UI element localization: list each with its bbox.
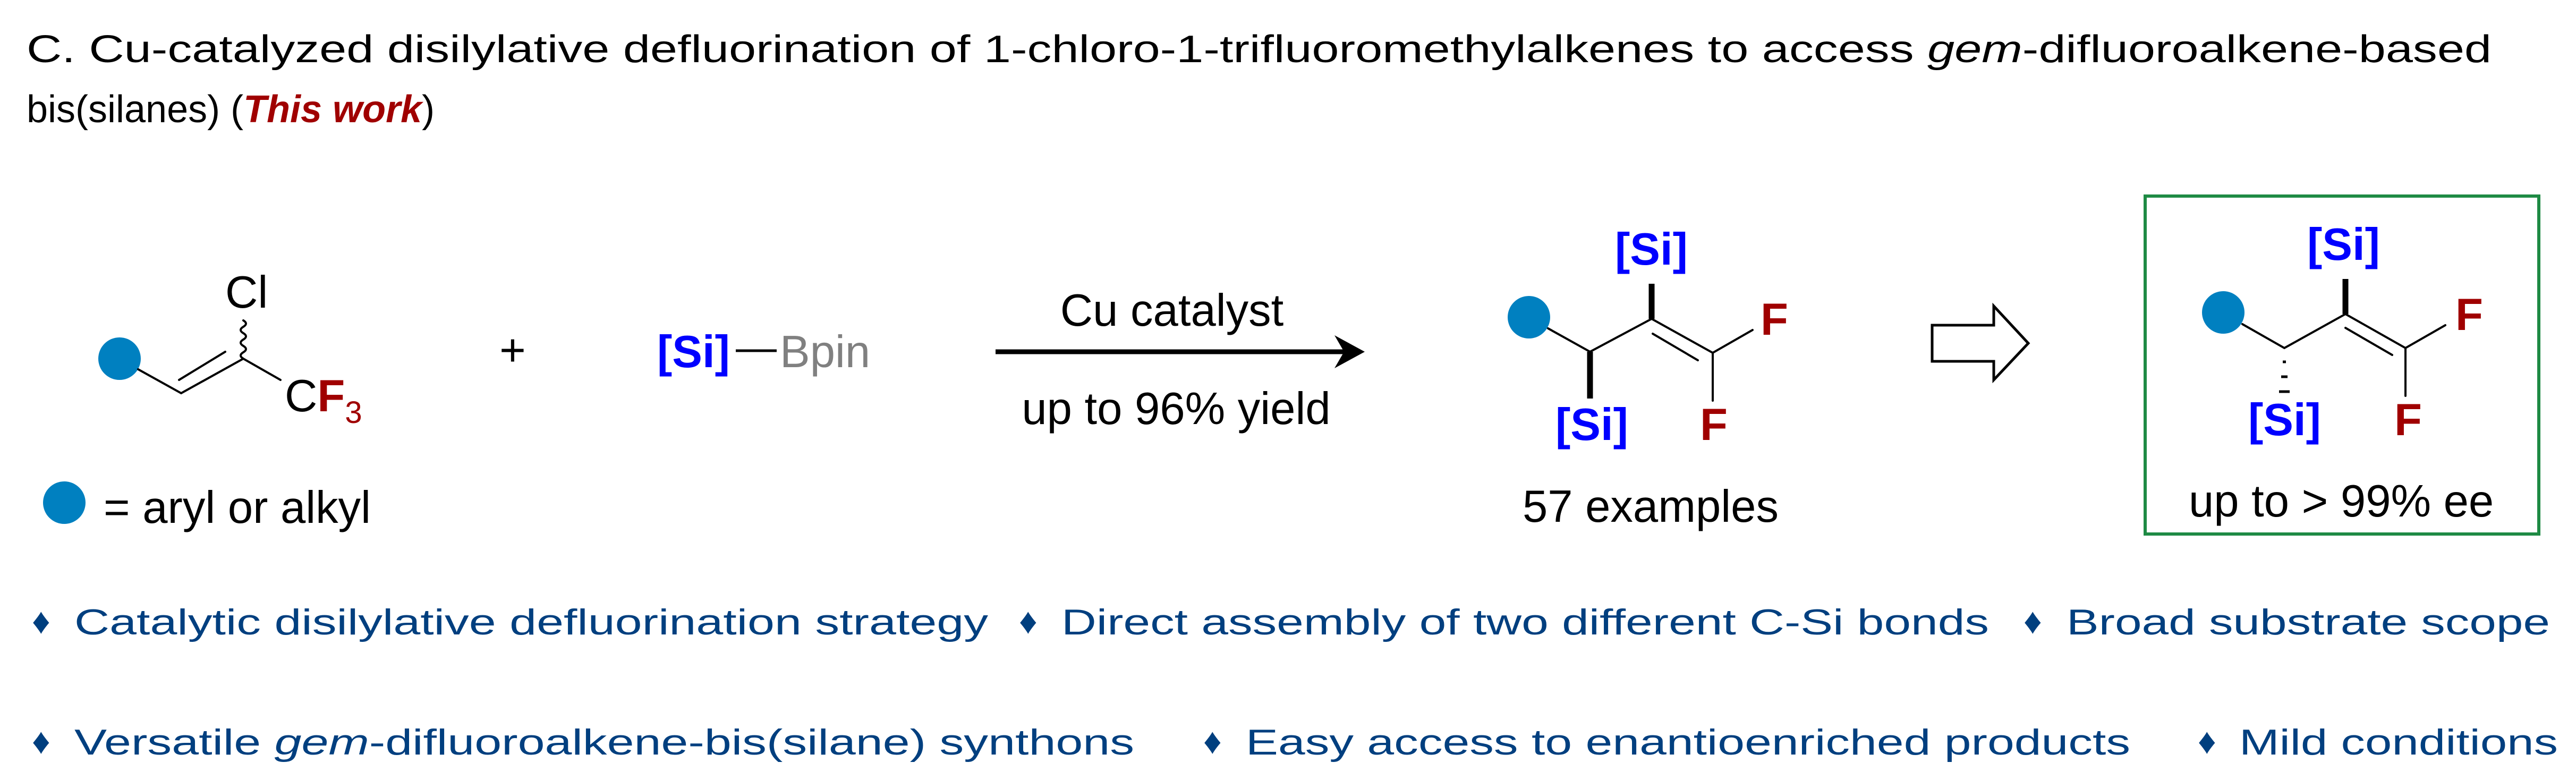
silyl-label: [Si]: [657, 327, 730, 377]
feature-item: Catalytic disilylative defluorination st…: [74, 602, 988, 642]
feature-item: Versatile gem-difluoroalkene-bis(silane)…: [74, 722, 1134, 762]
title-line-1: C. Cu-catalyzed disilylative defluorinat…: [27, 28, 2492, 71]
wavy-bond: [240, 319, 247, 360]
double-bond-line: [2344, 327, 2393, 356]
diamond-bullet-icon: ♦: [32, 721, 50, 761]
bond: [1547, 317, 1754, 354]
feature-item: Easy access to enantioenriched products: [1246, 722, 2130, 762]
catalyst-label: Cu catalyst: [1060, 285, 1283, 336]
carbon-label: C: [285, 371, 317, 421]
this-work-highlight: This work: [243, 88, 424, 131]
yield-label: up to 96% yield: [1022, 384, 1330, 434]
examples-count: 57 examples: [1523, 481, 1779, 532]
bond: [137, 357, 282, 395]
fluorine-label-bottom: F: [2394, 395, 2422, 445]
reactant-structure: Cl CF3: [98, 267, 362, 430]
title-text: C. Cu-catalyzed disilylative defluorinat…: [27, 28, 1927, 71]
feature-italic: gem: [275, 722, 369, 762]
silyl-label-top: [Si]: [1615, 224, 1688, 275]
title-text: ): [422, 88, 435, 131]
bpin-label: Bpin: [780, 327, 870, 377]
box-border: [2144, 194, 2540, 536]
silyl-label-top: [Si]: [2307, 219, 2380, 270]
double-bond-line: [1652, 333, 1699, 361]
enantioenriched-product-box: [Si] [Si] F F up to > 99% ee: [2144, 194, 2540, 536]
substituent-dot-icon: [98, 337, 141, 380]
fluorine-label: F: [317, 371, 345, 421]
feature-text: Versatile: [74, 722, 275, 762]
fluorine-label-top: F: [1761, 294, 1788, 345]
legend-text: = aryl or alkyl: [104, 482, 371, 533]
arrow-head-icon: [1334, 335, 1365, 368]
fluorine-label-top: F: [2455, 290, 2483, 340]
hollow-arrow-icon: [1931, 302, 2030, 384]
feature-text: -difluoroalkene-bis(silane) synthons: [369, 722, 1134, 762]
title-text-end: -difluoroalkene-based: [2022, 28, 2492, 71]
title-italic: gem: [1927, 28, 2022, 71]
title-line-2: bis(silanes) (This work): [27, 88, 435, 131]
title-text: bis(silanes) (: [27, 88, 243, 131]
cf3-label: CF3: [285, 371, 362, 430]
reaction-arrow: Cu catalyst up to 96% yield: [996, 285, 1365, 434]
fluorine-label-bottom: F: [1700, 400, 1728, 450]
double-bond-line: [178, 351, 226, 381]
bond: [2241, 312, 2446, 350]
feature-item: Mild conditions: [2239, 722, 2558, 762]
hashed-bond: [2279, 360, 2290, 393]
plus-sign: +: [499, 325, 526, 376]
diamond-bullet-icon: ♦: [32, 601, 50, 641]
feature-item: Direct assembly of two different C-Si bo…: [1061, 602, 1989, 642]
diamond-bullet-icon: ♦: [2198, 721, 2216, 761]
legend-dot-icon: [43, 481, 86, 524]
chlorine-label: Cl: [225, 267, 268, 318]
substituent-dot-icon: [1508, 296, 1550, 338]
reagent-structure: [Si] Bpin: [657, 327, 870, 377]
silyl-label-bottom: [Si]: [1555, 400, 1628, 450]
diamond-bullet-icon: ♦: [1019, 601, 1038, 641]
feature-item: Broad substrate scope: [2067, 602, 2550, 642]
diamond-bullet-icon: ♦: [2024, 601, 2042, 641]
silyl-label-bottom: [Si]: [2248, 395, 2321, 445]
product-structure: [Si] [Si] F F 57 examples: [1508, 224, 1788, 532]
diamond-bullet-icon: ♦: [1203, 721, 1222, 761]
substituent-dot-icon: [2202, 291, 2245, 334]
feature-list: ♦ Catalytic disilylative defluorination …: [32, 601, 2558, 762]
ee-label: up to > 99% ee: [2189, 476, 2494, 527]
subscript-3: 3: [345, 395, 362, 430]
